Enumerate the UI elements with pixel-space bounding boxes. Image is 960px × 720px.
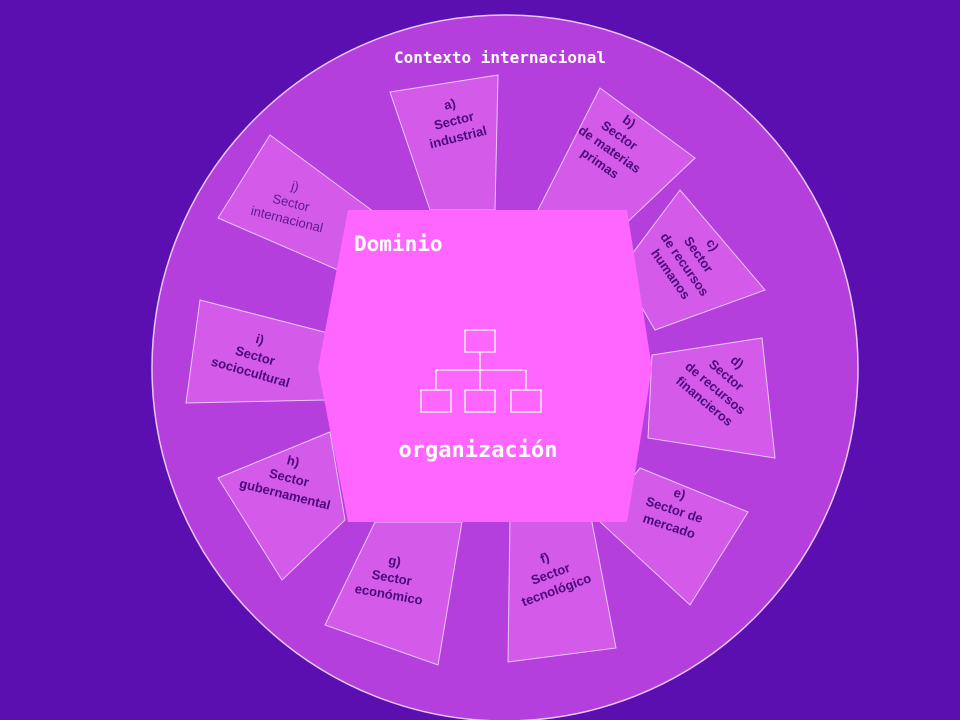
organization-domain — [318, 210, 652, 522]
org-chart-icon — [420, 329, 542, 413]
sector-segments — [185, 74, 776, 666]
sector-segment-c — [619, 189, 766, 331]
sector-letter: h) — [285, 452, 301, 470]
sector-letter: i) — [254, 331, 266, 348]
sector-label-line: Sector — [371, 567, 413, 589]
sector-letter: e) — [672, 485, 688, 503]
domain-subtitle: organización — [399, 438, 558, 463]
domain-title: Dominio — [354, 232, 443, 256]
sector-letter: j) — [289, 178, 301, 195]
sector-segment-h — [217, 431, 346, 581]
sector-letter: a) — [442, 95, 457, 112]
sector-letter: g) — [387, 552, 402, 569]
sector-segment-d — [647, 337, 776, 459]
context-label: Contexto internacional — [394, 48, 606, 67]
